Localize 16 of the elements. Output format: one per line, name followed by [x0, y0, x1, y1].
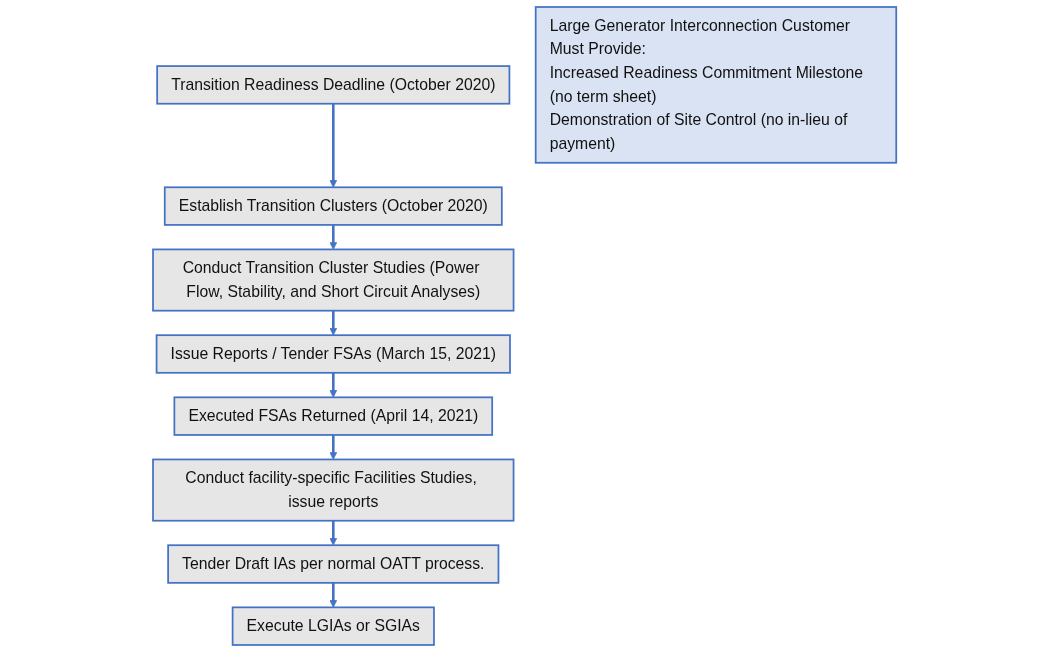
arrow [329, 224, 337, 250]
arrow [329, 372, 337, 398]
node-box: Executed FSAs Returned (April 14, 2021) [173, 396, 493, 436]
arrow [329, 434, 337, 460]
node-box: Tender Draft IAs per normal OATT process. [167, 544, 500, 584]
node-box: Establish Transition Clusters (October 2020) [163, 186, 503, 226]
node-box: Conduct Transition Cluster Studies (Power Flow, Stability, and Short Circuit Analyses) [152, 248, 515, 312]
node-box: Conduct facility-specific Facilities Studies, issue reports [152, 458, 515, 522]
arrow [329, 520, 337, 546]
node-box: Issue Reports / Tender FSAs (March 15, 2021) [155, 334, 511, 374]
node-box: Execute LGIAs or SGIAs [231, 606, 435, 646]
arrow [329, 310, 337, 336]
node-box: Large Generator Interconnection Customer Must Provide: Increased Readiness Commitment Milestone (no term sheet) Demonstration of Site Control (no in-lieu of payment) [534, 6, 897, 164]
arrow [329, 103, 337, 188]
node-box: Transition Readiness Deadline (October 2020) [156, 65, 511, 105]
arrow [329, 582, 337, 608]
